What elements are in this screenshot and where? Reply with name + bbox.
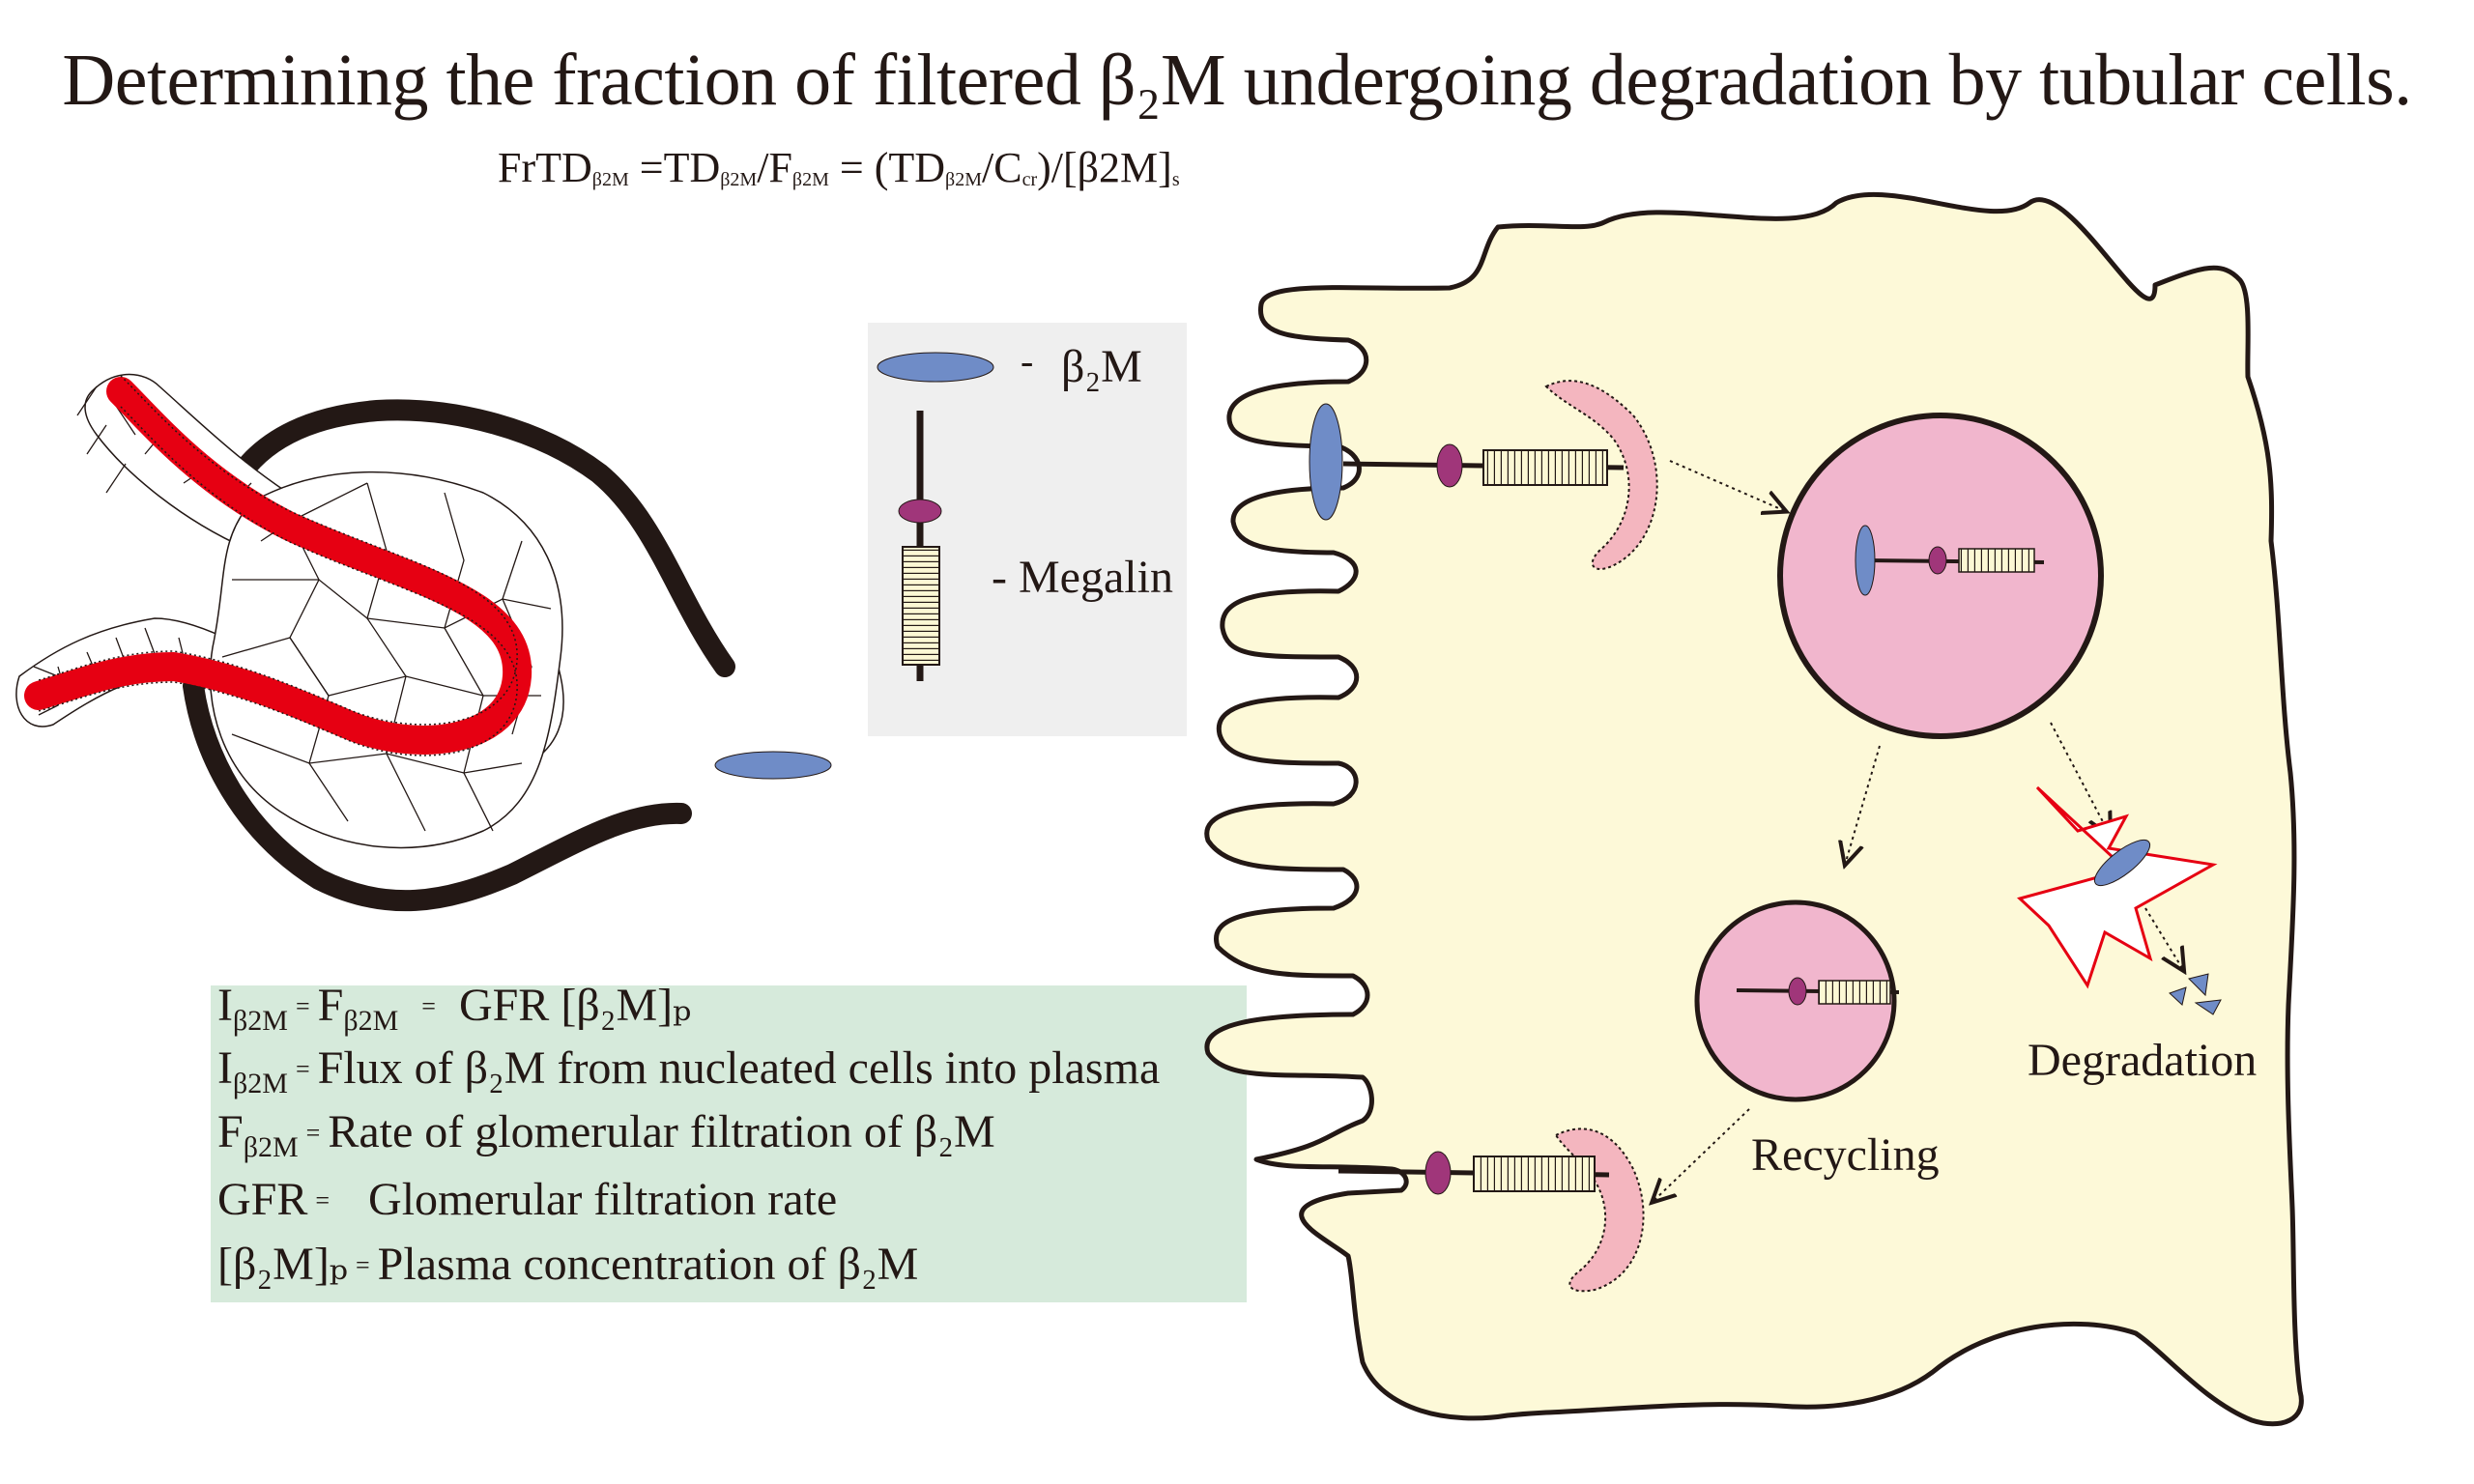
cell-membrane xyxy=(1204,191,2304,1427)
legend-b2m-icon xyxy=(877,352,994,383)
formula-slash: / xyxy=(757,144,769,191)
capsule-wall-top xyxy=(221,399,735,677)
formula-paren-sub: β2M xyxy=(945,169,982,190)
arrow-endocytosis xyxy=(1669,460,1783,510)
formula-td-sub: β2M xyxy=(720,169,758,190)
degradation-label: Degradation xyxy=(2028,1035,2258,1086)
formula-c-sub: cr xyxy=(1021,169,1038,190)
page-title: Determining the fraction of filtered β₂M… xyxy=(62,40,2412,121)
definition-row-1: Iβ2M=Fβ2M=GFR [β₂M]ₚ xyxy=(217,980,692,1037)
degrading-b2m-icon xyxy=(2093,839,2151,887)
lysosome-degradation xyxy=(2017,785,2222,1015)
formula-paren: (TD xyxy=(874,144,946,191)
recycling-endosome xyxy=(1694,899,1900,1102)
tubule-lumen xyxy=(24,377,532,755)
arrow-to-degradation xyxy=(2050,722,2109,833)
coated-pit-top xyxy=(1544,380,1658,570)
legend-graphics xyxy=(877,352,994,681)
legend-megalin-label: - Megalin xyxy=(992,552,1173,603)
lower-receptor-complex xyxy=(1338,1127,1645,1293)
tubular-cell xyxy=(1204,191,2304,1427)
starburst-icon xyxy=(2017,785,2218,989)
megalin-knob-icon xyxy=(1436,443,1463,488)
definition-row-2: Iβ2M=Flux of β₂M from nucleated cells in… xyxy=(217,1042,1161,1099)
glomerulus-illustration xyxy=(15,373,735,912)
formula-td: TD xyxy=(663,144,721,191)
definition-row-3: Fβ2M=Rate of glomerular filtration of β₂… xyxy=(217,1106,995,1163)
formula-lhs: FrTD xyxy=(498,144,592,191)
formula-f: F xyxy=(768,144,792,191)
megalin-body-icon xyxy=(1482,449,1608,486)
definition-row-5: [β₂M]ₚ=Plasma concentration of β₂M xyxy=(217,1239,919,1290)
capsule-wall-bottom xyxy=(183,675,692,912)
formula-eq2: = xyxy=(839,144,864,191)
formula-f-sub: β2M xyxy=(791,169,829,190)
endosome xyxy=(1777,413,2104,739)
recycling-label: Recycling xyxy=(1751,1129,1940,1181)
formula-c: /C xyxy=(982,144,1022,191)
legend-megalin-knob xyxy=(898,499,942,524)
frtd-formula: FrTDβ2M =TDβ2M/Fβ2M = (TDβ2M/Ccr)/[β2M]s xyxy=(498,143,1180,192)
legend-b2m-dash: - xyxy=(1021,339,1034,383)
arrow-recycle-to-membrane xyxy=(1654,1108,1750,1200)
fragment-1-icon xyxy=(2188,973,2209,997)
upper-receptor-complex xyxy=(1309,380,1658,570)
formula-rest: )/[β2M] xyxy=(1037,144,1172,191)
fragment-2-icon xyxy=(2169,986,2187,1006)
definition-row-4: GFR=Glomerular filtration rate xyxy=(217,1174,838,1225)
formula-eq1: = xyxy=(639,144,664,191)
formula-lhs-sub: β2M xyxy=(591,169,629,190)
fragment-3-icon xyxy=(2194,999,2222,1015)
endosome-b2m-icon xyxy=(1855,525,1876,596)
bound-b2m-icon xyxy=(1309,403,1343,521)
filtered-b2m-icon xyxy=(714,751,832,780)
legend-b2m-label: β₂M xyxy=(1061,341,1142,392)
legend-megalin-body xyxy=(902,546,940,666)
formula-rest-sub: s xyxy=(1171,169,1180,190)
definitions-panel xyxy=(211,985,1247,1302)
